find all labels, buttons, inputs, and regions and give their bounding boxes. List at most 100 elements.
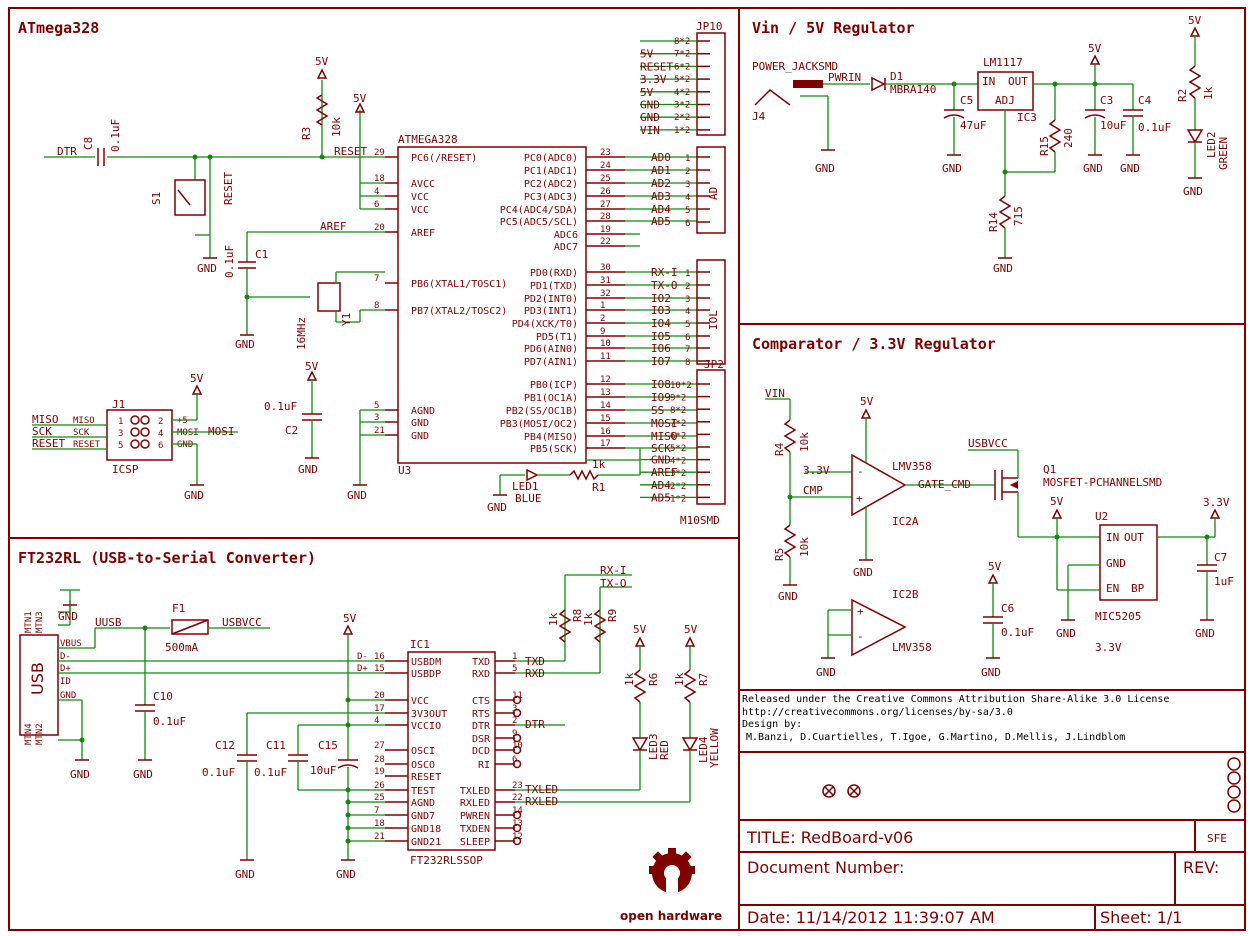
c11-value: 0.1uF bbox=[254, 766, 287, 779]
ic2a-ref: IC2A bbox=[892, 515, 919, 528]
c8-value: 0.1uF bbox=[109, 119, 122, 152]
usb-label: USB bbox=[28, 662, 47, 695]
usb-pin-label: D- bbox=[60, 652, 71, 662]
mcu-net-label: IO8 bbox=[651, 378, 671, 391]
led2-diode bbox=[1186, 129, 1204, 144]
led1-ref: LED1 bbox=[512, 480, 539, 493]
iol-pin-num: 3 bbox=[685, 295, 690, 305]
ft-pin-name: DCD bbox=[472, 746, 490, 757]
ft-pin-name: RESET bbox=[411, 772, 441, 783]
ft-pin-num: 2 bbox=[512, 716, 517, 726]
c15-value: 10uF bbox=[310, 764, 337, 777]
jp2-net-label: GND bbox=[651, 454, 671, 467]
jp2-pin-num: 8*2 bbox=[670, 406, 686, 416]
rxd-net: RXD bbox=[525, 667, 545, 680]
usb-connector bbox=[19, 634, 59, 736]
c2-5v: 5V bbox=[305, 360, 319, 373]
vin-5v-out: 5V bbox=[1088, 42, 1102, 55]
mcu-pin-name: PD2(INT0) bbox=[524, 294, 578, 305]
ft-pin-num: 27 bbox=[374, 741, 385, 751]
r8-resistor bbox=[558, 609, 572, 643]
mcu-pin-name: PB0(ICP) bbox=[530, 380, 578, 391]
mcu-pin-num: 1 bbox=[600, 301, 605, 311]
ft-pin-num: 7 bbox=[374, 806, 379, 816]
c4-ref: C4 bbox=[1138, 94, 1152, 107]
iol-header-ref: IOL bbox=[707, 310, 720, 330]
txd-net: TXD bbox=[525, 655, 545, 668]
mcu-pin-num: 26 bbox=[600, 187, 611, 197]
r5-value: 10k bbox=[798, 537, 811, 557]
mcu-pin-name: PB2(SS/OC1B) bbox=[506, 406, 578, 417]
ic2b-ref: IC2B bbox=[892, 588, 919, 601]
ic2a-part: LMV358 bbox=[892, 460, 932, 473]
ad-header bbox=[696, 146, 726, 234]
jp2-pin-num: 3*2 bbox=[670, 469, 686, 479]
iol-pin-num: 6 bbox=[685, 333, 690, 343]
j4-ref: J4 bbox=[752, 110, 766, 123]
jp2-pin-num: 4*2 bbox=[670, 457, 686, 467]
iol-pin-num: 8 bbox=[685, 358, 690, 368]
dtr-out: DTR bbox=[525, 718, 545, 731]
uusb-net: UUSB bbox=[95, 616, 122, 629]
led3-color: RED bbox=[658, 740, 671, 760]
y1-crystal bbox=[317, 282, 341, 312]
title-block-title: TITLE: RedBoard-v06 bbox=[746, 828, 913, 847]
ic1-ref: IC1 bbox=[410, 638, 430, 651]
mcu-net-label: IO2 bbox=[651, 292, 671, 305]
svg-text:+: + bbox=[856, 492, 863, 505]
icsp-pin-num: 1 bbox=[118, 417, 123, 427]
license-url: http://creativecommons.org/licenses/by-s… bbox=[742, 707, 1013, 718]
ad-pin-num: 6 bbox=[685, 219, 690, 229]
c5-ref: C5 bbox=[960, 94, 973, 107]
open-hardware-logo: open hardware bbox=[620, 848, 722, 923]
led2-color: GREEN bbox=[1217, 137, 1230, 170]
led1-diode bbox=[526, 468, 539, 482]
ft-pin-name: GND7 bbox=[411, 811, 435, 822]
r2-ref: R2 bbox=[1176, 89, 1189, 102]
icsp-pad bbox=[140, 415, 150, 425]
mcu-pin-name: GND bbox=[411, 431, 429, 442]
mcu-pin-num: 10 bbox=[600, 339, 611, 349]
ic2a-opamp bbox=[851, 453, 907, 517]
ad-pin-num: 3 bbox=[685, 180, 690, 190]
v33-net: 3.3V bbox=[803, 464, 830, 477]
mcu-net-label: MOSI bbox=[651, 417, 678, 430]
led4-color: YELLOW bbox=[708, 728, 721, 768]
mcu-net-label: RX-I bbox=[651, 266, 678, 279]
ft-pin-name: TXLED bbox=[460, 786, 490, 797]
ft-pin-name: TXD bbox=[472, 657, 490, 668]
r7-value: 1k bbox=[673, 672, 686, 686]
icsp-pad bbox=[140, 427, 150, 437]
u2-gnd: GND bbox=[1106, 557, 1126, 570]
ft-pin-num: 9 bbox=[512, 729, 517, 739]
jp2-footer: M10SMD bbox=[680, 514, 720, 527]
r14-gnd: GND bbox=[993, 262, 1013, 275]
mcu-body bbox=[397, 146, 587, 464]
jp10-pins: 8*27*25V6*2RESET5*23.3V4*25V3*2GND2*2GND… bbox=[640, 37, 710, 137]
mcu-net-label: AD1 bbox=[651, 164, 671, 177]
mcu-pin-name: PC1(ADC1) bbox=[524, 166, 578, 177]
mcu-pin-num: 20 bbox=[374, 223, 385, 233]
c10-ref: C10 bbox=[153, 690, 173, 703]
r4-ref: R4 bbox=[773, 442, 786, 456]
mcu-pin-name: PD3(INT1) bbox=[524, 306, 578, 317]
usbvcc-out: USBVCC bbox=[222, 616, 262, 629]
r1-ref: R1 bbox=[592, 481, 605, 494]
ft-pin-num: 4 bbox=[374, 716, 379, 726]
ft232-pins: USBDM16D-USBDP15D+VCC203V3OUT17VCCIO4OSC… bbox=[357, 652, 523, 848]
ft-pin-num: 3 bbox=[512, 704, 517, 714]
ft-pin-name: TXDEN bbox=[460, 824, 490, 835]
mcu-pin-name: VCC bbox=[411, 205, 429, 216]
jp10-net-label: GND bbox=[640, 111, 660, 124]
c10-gnd: GND bbox=[133, 768, 153, 781]
section-title-atmega: ATmega328 bbox=[18, 19, 99, 37]
jp10-pin-num: 2*2 bbox=[674, 113, 690, 123]
ft232-chip bbox=[407, 651, 496, 851]
mcu-pin-num: 24 bbox=[600, 161, 611, 171]
r3-resistor bbox=[315, 94, 329, 126]
power-jack: POWER_JACKSMD bbox=[752, 60, 838, 73]
q1-ref: Q1 bbox=[1043, 463, 1056, 476]
c1-ref: C1 bbox=[255, 248, 268, 261]
ad-pin-num: 1 bbox=[685, 154, 690, 164]
